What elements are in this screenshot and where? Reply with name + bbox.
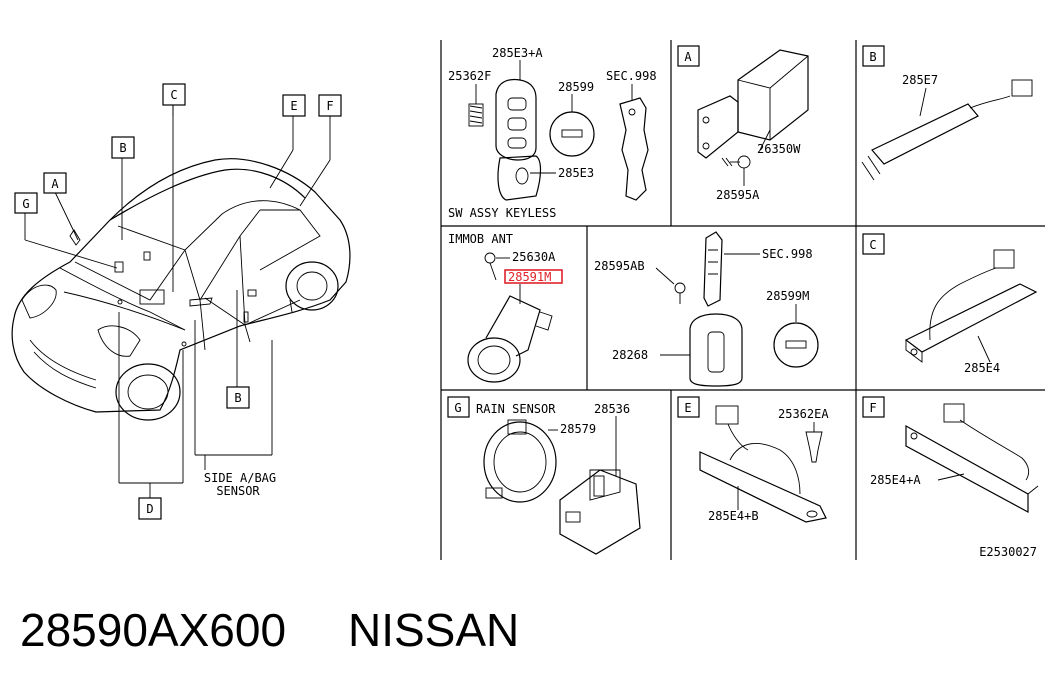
part-sec998-key-label: SEC.998 xyxy=(762,247,813,261)
callout-D: D xyxy=(138,497,162,520)
screw-icon xyxy=(484,252,497,281)
callout-A: A xyxy=(43,172,67,194)
part-285E3-label: 285E3 xyxy=(558,166,594,180)
panel-C: C 285E4 xyxy=(862,233,1038,375)
part-28599-label: 28599 xyxy=(558,80,594,94)
blade-key-icon xyxy=(619,97,649,201)
svg-text:D: D xyxy=(146,502,153,516)
part-285E7-label: 285E7 xyxy=(902,73,938,87)
screw-icon xyxy=(721,155,751,169)
rain-sensor-icon xyxy=(559,469,641,555)
panel-A: A 26350W 28595A xyxy=(677,45,809,202)
panel-E: E 25362EA 285E4+B xyxy=(677,396,829,523)
brand-title: NISSAN xyxy=(348,604,519,656)
part-28591M-label: 28591M xyxy=(508,270,551,284)
part-285E4A-label: 285E4+A xyxy=(870,473,921,487)
svg-text:B: B xyxy=(234,391,241,405)
panel-F-letter: F xyxy=(869,401,876,415)
callout-B-upper: B xyxy=(111,136,135,159)
panel-key: 28595AB SEC.998 28599M 28268 xyxy=(594,231,819,387)
part-number-title: 28590AX600 xyxy=(20,604,286,656)
clip-icon xyxy=(805,431,823,463)
svg-text:C: C xyxy=(170,88,177,102)
highlighted-part-box xyxy=(504,269,563,284)
rain-sensor-caption: RAIN SENSOR xyxy=(476,402,556,416)
svg-text:A: A xyxy=(51,177,59,191)
key-fob-icon xyxy=(495,78,537,161)
part-285E3A-label: 285E3+A xyxy=(492,46,543,60)
svg-text:E: E xyxy=(290,99,297,113)
panel-B-letter: B xyxy=(869,50,876,64)
panel-F: F 285E4+A xyxy=(862,396,1039,514)
battery-icon xyxy=(773,322,819,368)
immob-caption: IMMOB ANT xyxy=(448,232,513,246)
side-airbag-sensor-label-line1: SIDE A/BAG xyxy=(204,471,276,485)
part-25362EA-label: 25362EA xyxy=(778,407,829,421)
keyless-caption: SW ASSY KEYLESS xyxy=(448,206,556,220)
sensor-bar-icon xyxy=(905,403,1039,514)
panel-G-letter: G xyxy=(454,401,461,415)
callout-G: G xyxy=(14,192,38,214)
diagram-code: E2530027 xyxy=(979,545,1037,559)
part-28579-label: 28579 xyxy=(560,422,596,436)
part-26350W-label: 26350W xyxy=(757,142,801,156)
part-28536-label: 28536 xyxy=(594,402,630,416)
sensor-bar-icon xyxy=(904,249,1038,363)
part-28268-label: 28268 xyxy=(612,348,648,362)
part-285E4-label: 285E4 xyxy=(964,361,1000,375)
panel-G: G RAIN SENSOR 28536 28579 xyxy=(447,396,641,555)
battery-icon xyxy=(549,111,595,157)
transponder-key-icon xyxy=(689,231,743,387)
svg-text:F: F xyxy=(326,99,333,113)
fob-cover-icon xyxy=(497,155,542,201)
part-28599M-label: 28599M xyxy=(766,289,809,303)
part-28595A-label: 28595A xyxy=(716,188,760,202)
side-airbag-sensor-label-line2: SENSOR xyxy=(216,484,260,498)
sensor-bar-icon xyxy=(699,405,827,523)
panel-grid xyxy=(440,40,1045,560)
immobilizer-antenna-icon xyxy=(467,295,553,383)
part-25630A-label: 25630A xyxy=(512,250,556,264)
panel-immob: IMMOB ANT 25630A 28591M xyxy=(448,232,563,383)
callout-B-lower: B xyxy=(226,386,250,409)
svg-text:G: G xyxy=(22,197,29,211)
callout-F: F xyxy=(318,94,342,117)
callout-C: C xyxy=(162,83,186,106)
screw-icon xyxy=(674,282,686,304)
svg-text:B: B xyxy=(119,141,126,155)
mounting-bracket-icon xyxy=(697,95,739,159)
antenna-icon xyxy=(861,79,1033,181)
part-sec998-label: SEC.998 xyxy=(606,69,657,83)
panel-keyless: 285E3+A 25362F 28599 SEC.998 285E3 xyxy=(448,46,657,220)
callout-E: E xyxy=(282,94,306,117)
panel-C-letter: C xyxy=(869,238,876,252)
car-leader-lines xyxy=(24,104,331,498)
part-285E4B-label: 285E4+B xyxy=(708,509,759,523)
panel-E-letter: E xyxy=(684,401,691,415)
sensor-bracket-ring-icon xyxy=(483,419,557,503)
spring-icon xyxy=(468,103,484,127)
part-28595AB-label: 28595AB xyxy=(594,259,645,273)
panel-B: B 285E7 xyxy=(861,45,1033,181)
panel-A-letter: A xyxy=(684,50,692,64)
part-25362F-label: 25362F xyxy=(448,69,491,83)
control-module-icon xyxy=(737,49,809,141)
car-illustration xyxy=(11,158,351,421)
